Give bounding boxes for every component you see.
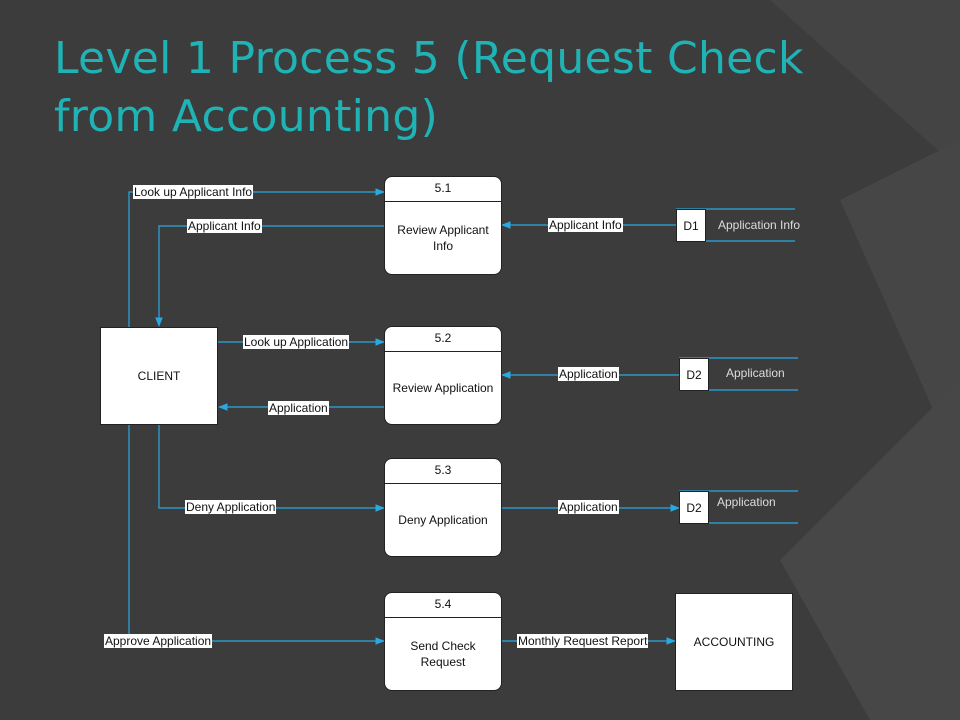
flow-line-lookup-applicant-info bbox=[128, 188, 385, 327]
data-store-d2b-id: D2 bbox=[679, 491, 709, 524]
flow-label-lookup-applicant-info: Look up Applicant Info bbox=[133, 185, 254, 199]
process-name: Review Application bbox=[392, 380, 494, 395]
flow-line-deny-application bbox=[158, 425, 385, 512]
data-store-d2b-name: Application bbox=[717, 495, 776, 509]
flow-label-application-from-d2: Application bbox=[558, 367, 619, 381]
flow-label-lookup-application: Look up Application bbox=[243, 335, 350, 349]
process-id: 5.1 bbox=[385, 177, 501, 202]
flow-label-application-to-d2: Application bbox=[558, 500, 619, 514]
flow-label-approve-application: Approve Application bbox=[104, 634, 213, 648]
process-5-1: 5.1 Review Applicant Info bbox=[384, 176, 502, 275]
process-5-4: 5.4 Send Check Request bbox=[384, 592, 502, 691]
data-store-d1-name: Application Info bbox=[718, 218, 801, 232]
data-store-d2-id: D2 bbox=[679, 358, 709, 391]
process-id: 5.2 bbox=[385, 327, 501, 352]
flow-line-applicant-info-to-client bbox=[155, 225, 384, 327]
flow-label-application-to-client: Application bbox=[268, 401, 329, 415]
process-5-3: 5.3 Deny Application bbox=[384, 458, 502, 557]
process-name: Send Check Request bbox=[410, 638, 476, 669]
flow-line-approve-application bbox=[128, 425, 385, 645]
flow-label-applicant-info-from-d1: Applicant Info bbox=[548, 218, 623, 232]
flow-label-deny-application: Deny Application bbox=[185, 500, 277, 514]
slide-title: Level 1 Process 5 (Request Check from Ac… bbox=[54, 33, 804, 142]
process-id: 5.4 bbox=[385, 593, 501, 618]
process-name: Deny Application bbox=[398, 512, 488, 527]
process-id: 5.3 bbox=[385, 459, 501, 484]
process-5-2: 5.2 Review Application bbox=[384, 326, 502, 425]
flow-label-applicant-info-to-client: Applicant Info bbox=[187, 219, 262, 233]
data-store-d2-name: Application bbox=[726, 366, 785, 380]
flow-label-monthly-request-report: Monthly Request Report bbox=[517, 634, 649, 648]
external-entity-accounting: ACCOUNTING bbox=[675, 593, 793, 691]
process-name: Review Applicant Info bbox=[397, 222, 489, 253]
external-entity-client: CLIENT bbox=[100, 327, 218, 425]
data-store-d1-id: D1 bbox=[676, 209, 706, 242]
